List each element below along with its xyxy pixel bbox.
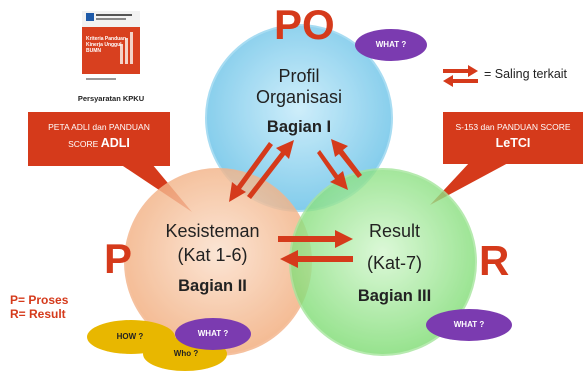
book-caption: Persyaratan KPKU bbox=[77, 94, 145, 103]
right-callout-text: S-153 dan PANDUAN SCORE LeTCI bbox=[443, 121, 583, 153]
legend-saling-terkait: = Saling terkait bbox=[484, 67, 568, 81]
what-bubble-top bbox=[355, 29, 427, 61]
kesisteman-line2: (Kat 1-6) bbox=[177, 245, 248, 265]
result-line1: Result bbox=[368, 221, 421, 241]
kesisteman-line1: Kesisteman bbox=[165, 221, 260, 241]
profil-part: Bagian I bbox=[266, 118, 332, 136]
what-top-label: WHAT ? bbox=[375, 40, 407, 49]
left-callout-text: PETA ADLI dan PANDUAN SCORE ADLI bbox=[28, 121, 170, 154]
right-callout-shape bbox=[430, 112, 583, 205]
book-title-line-3: BUMN bbox=[86, 48, 101, 54]
legend-proses: P= Proses bbox=[10, 293, 69, 307]
arrows-kesisteman-result bbox=[278, 230, 353, 268]
book-title-line-1: Kriteria Panduan bbox=[86, 36, 127, 42]
what-bubble-right bbox=[426, 309, 512, 341]
legend-result: R= Result bbox=[10, 307, 66, 321]
book-cover-image bbox=[82, 11, 140, 89]
result-text: Result (Kat-7) Bagian III bbox=[337, 219, 452, 307]
left-callout-line1: PETA ADLI dan PANDUAN bbox=[48, 122, 150, 132]
left-callout-line2: SCORE ADLI bbox=[28, 133, 170, 154]
profil-line1: Profil bbox=[278, 66, 320, 86]
kesisteman-part: Bagian II bbox=[178, 277, 247, 295]
result-part: Bagian III bbox=[357, 287, 432, 305]
book-title: Kriteria Panduan Kinerja Unggul BUMN bbox=[86, 36, 126, 54]
kesisteman-text: Kesisteman (Kat 1-6) Bagian II bbox=[150, 219, 275, 297]
left-callout-line2-bold: ADLI bbox=[100, 136, 130, 150]
arrows-profil-result bbox=[317, 139, 362, 190]
profil-line2: Organisasi bbox=[255, 87, 343, 107]
circle-profil bbox=[205, 24, 393, 212]
legend-arrows-icon bbox=[443, 65, 478, 87]
p-label: P bbox=[104, 235, 133, 282]
po-label: PO bbox=[274, 1, 335, 48]
arrows-profil-kesisteman bbox=[229, 140, 294, 202]
what-right-label: WHAT ? bbox=[453, 320, 485, 329]
right-callout-line1: S-153 dan PANDUAN SCORE bbox=[455, 122, 571, 132]
what-bubble-mid bbox=[175, 318, 251, 350]
book-title-line-2: Kinerja Unggul bbox=[86, 42, 122, 48]
who-label: Who ? bbox=[173, 349, 199, 358]
left-callout-line2-prefix: SCORE bbox=[68, 139, 101, 149]
right-callout-line2: LeTCI bbox=[495, 136, 531, 150]
result-line2: (Kat-7) bbox=[366, 253, 422, 273]
how-label: HOW ? bbox=[116, 332, 144, 341]
what-mid-label: WHAT ? bbox=[197, 329, 229, 338]
profil-text: Profil Organisasi Bagian I bbox=[244, 66, 354, 138]
r-label: R bbox=[479, 237, 510, 284]
